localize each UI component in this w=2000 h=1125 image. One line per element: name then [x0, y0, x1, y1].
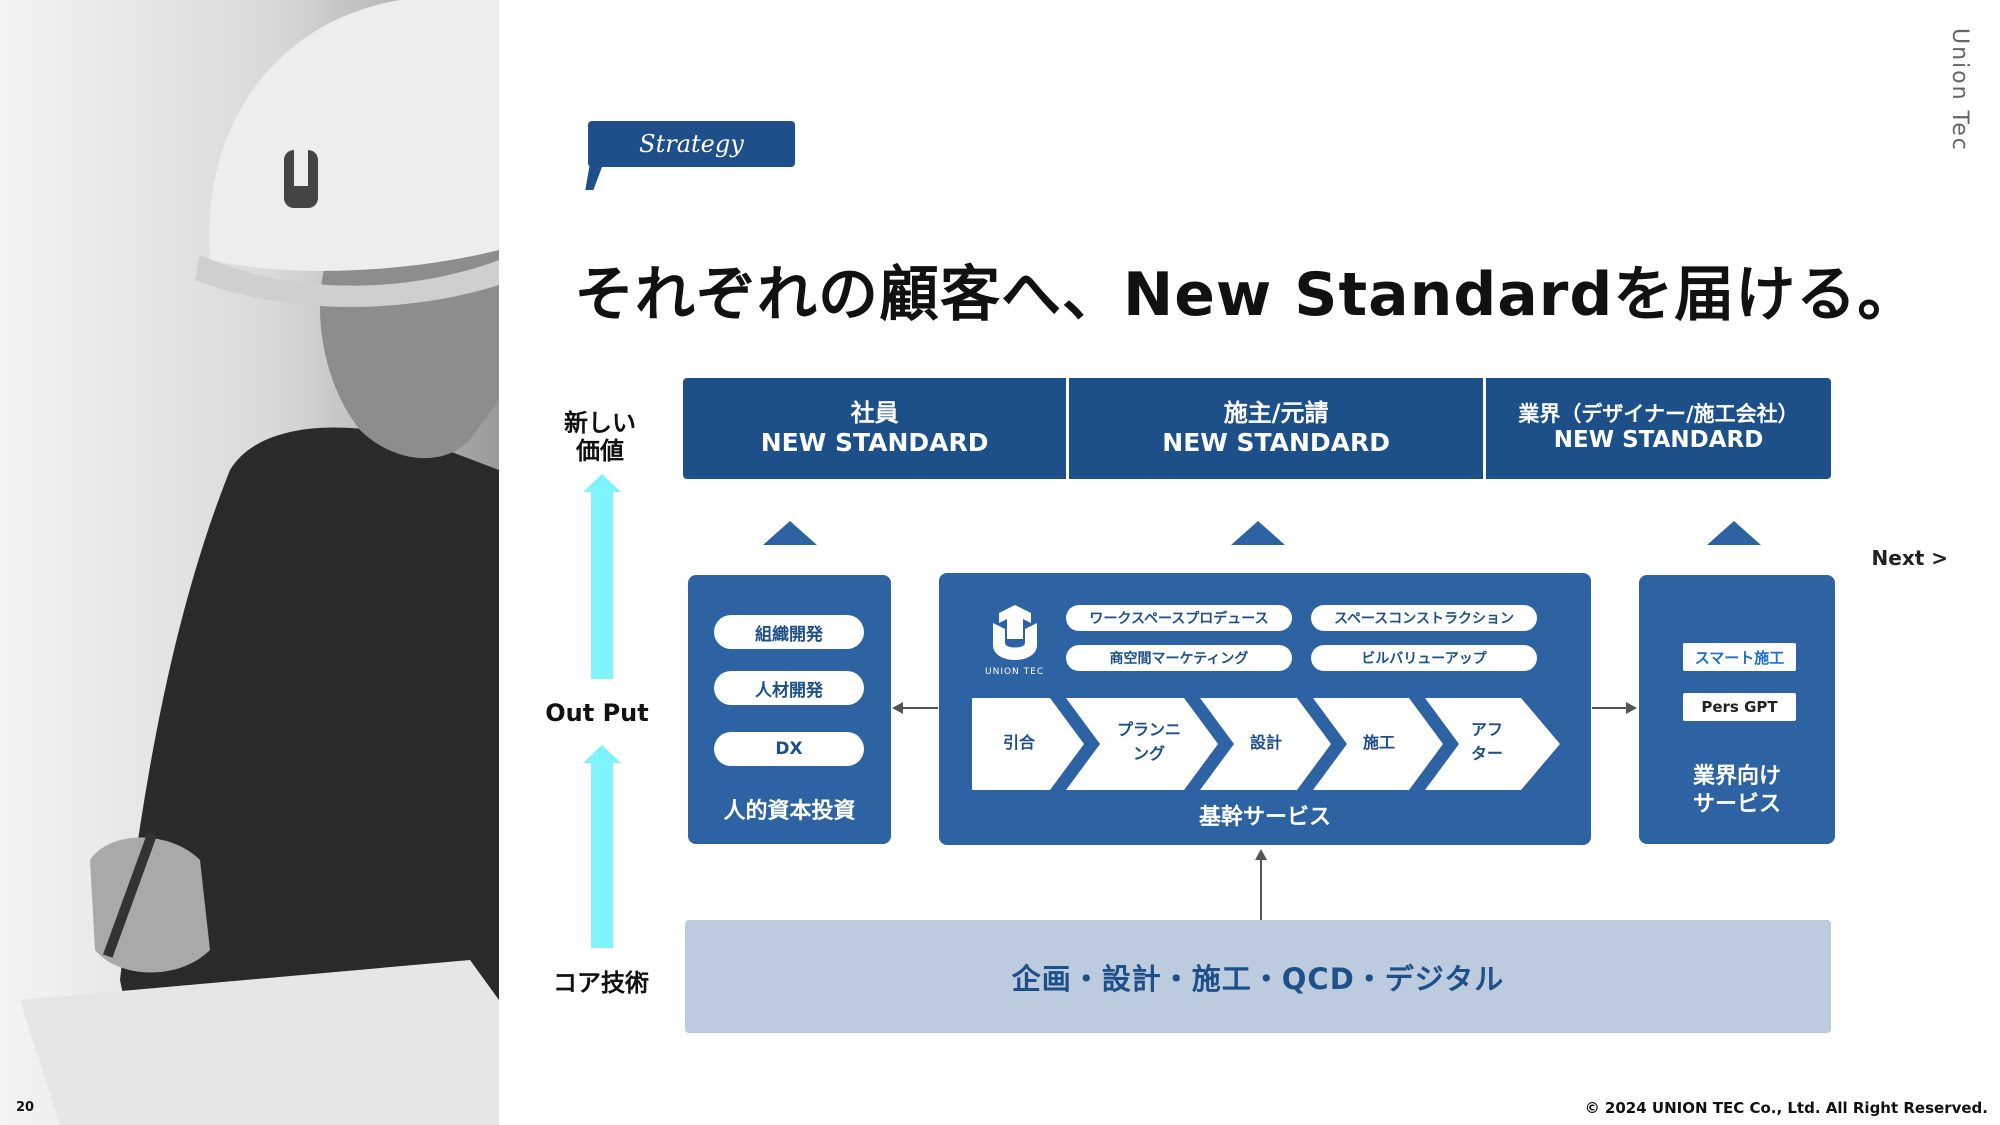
page-title: それぞれの顧客へ、New Standardを届ける。 — [574, 246, 1918, 333]
value-cell-subtitle: NEW STANDARD — [1162, 428, 1390, 458]
flow-step-construction: 施工 — [1344, 731, 1414, 755]
flow-step-planning: プランニ ング — [1099, 718, 1199, 766]
value-cell-title: 施主/元請 — [1224, 399, 1329, 428]
page-number: 20 — [16, 1100, 34, 1115]
service-pill: スペースコンストラクション — [1311, 605, 1537, 631]
value-cell-employees: 社員 NEW STANDARD — [683, 378, 1066, 479]
worker-illustration — [0, 0, 499, 1125]
value-bar: 社員 NEW STANDARD 施主/元請 NEW STANDARD 業界（デザ… — [683, 378, 1831, 479]
cyan-arrow-head-icon — [583, 474, 621, 492]
core-services-box: UNION TEC ワークスペースプロデュース スペースコンストラクション 商空… — [939, 573, 1591, 845]
worker-photo — [0, 0, 499, 1125]
cyan-arrow-shaft — [591, 762, 613, 948]
flow-step-design: 設計 — [1231, 731, 1301, 755]
service-pill: 商空間マーケティング — [1066, 645, 1292, 671]
pill-org-dev: 組織開発 — [714, 615, 864, 649]
pers-gpt-badge: Pers GPT — [1683, 693, 1796, 721]
value-cell-subtitle: NEW STANDARD — [1554, 427, 1764, 455]
smart-seko-badge: スマート施工 — [1683, 643, 1796, 671]
strategy-tag: Strategy — [588, 121, 795, 167]
value-cell-industry: 業界（デザイナー/施工会社） NEW STANDARD — [1483, 378, 1831, 479]
flow-step-aftercare: アフ ター — [1457, 718, 1517, 766]
value-cell-clients: 施主/元請 NEW STANDARD — [1066, 378, 1483, 479]
new-value-label: 新しい 価値 — [548, 410, 652, 465]
cyan-arrow-head-icon — [583, 745, 621, 763]
service-pill: ビルバリューアップ — [1311, 645, 1537, 671]
value-cell-title: 社員 — [851, 399, 899, 428]
human-capital-box: 組織開発 人材開発 DX 人的資本投資 — [688, 575, 891, 844]
box-label: 業界向け サービス — [1639, 763, 1835, 818]
value-cell-title: 業界（デザイナー/施工会社） — [1518, 402, 1798, 427]
box-label: 基幹サービス — [939, 799, 1591, 831]
core-tech-bar: 企画・設計・施工・QCD・デジタル — [685, 920, 1831, 1033]
next-link[interactable]: Next > — [1872, 546, 1948, 570]
union-tec-logo-icon — [985, 603, 1045, 675]
box-label: 人的資本投資 — [688, 793, 891, 825]
up-arrow-icon — [1231, 521, 1285, 545]
union-tec-logo — [985, 603, 1045, 675]
brand-vertical-text: Union Tec — [1947, 28, 1972, 152]
core-tech-label: コア技術 — [548, 970, 654, 998]
copyright: © 2024 UNION TEC Co., Ltd. All Right Res… — [1585, 1099, 1988, 1117]
industry-services-box: スマート施工 Pers GPT 業界向け サービス — [1639, 575, 1835, 844]
flow-step-inquiry: 引合 — [979, 731, 1059, 755]
cyan-arrow-shaft — [591, 491, 613, 679]
up-arrow-icon — [763, 521, 817, 545]
service-pill: ワークスペースプロデュース — [1066, 605, 1292, 631]
pill-talent-dev: 人材開発 — [714, 671, 864, 705]
pill-dx: DX — [714, 732, 864, 766]
output-label: Out Put — [540, 700, 654, 728]
value-cell-subtitle: NEW STANDARD — [761, 428, 989, 458]
up-arrow-icon — [1707, 521, 1761, 545]
logo-text: UNION TEC — [985, 667, 1051, 677]
